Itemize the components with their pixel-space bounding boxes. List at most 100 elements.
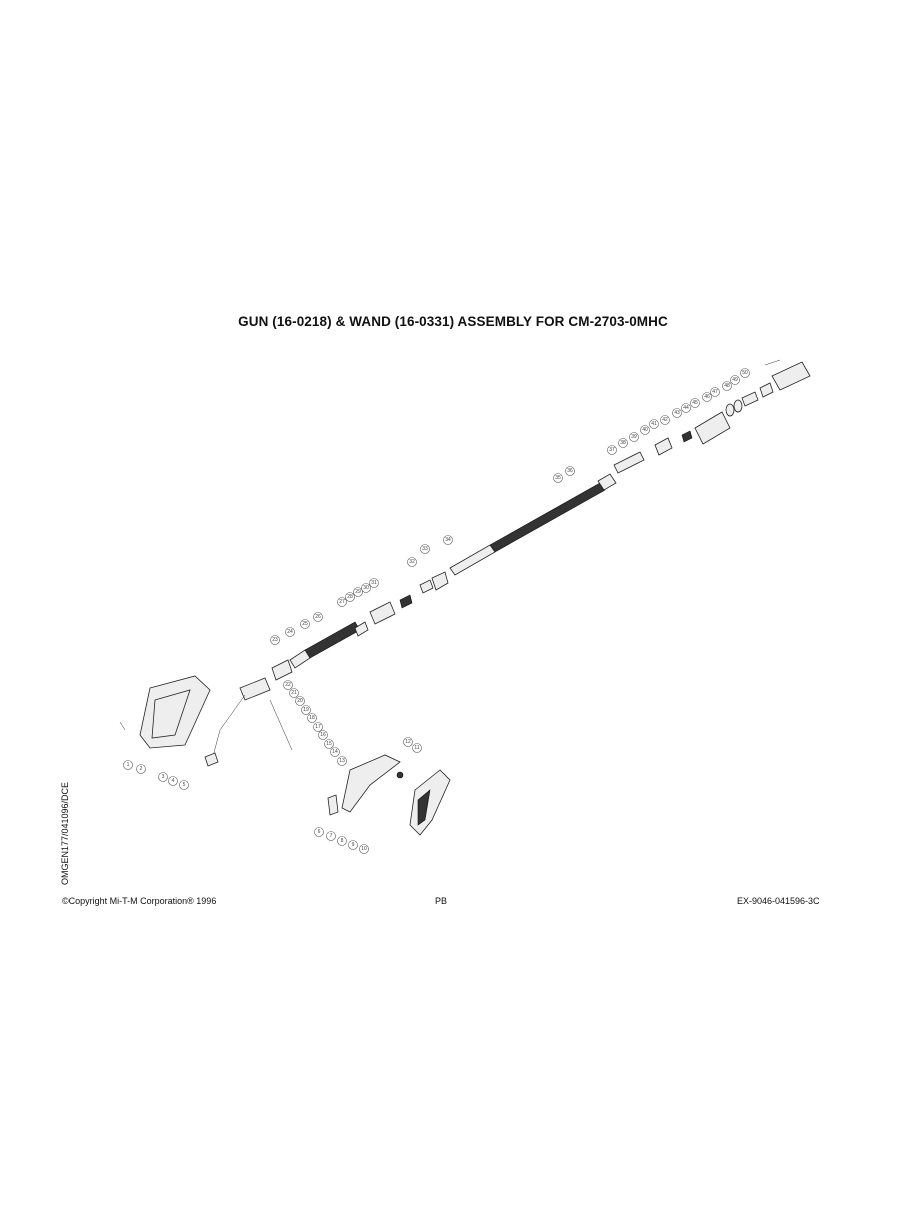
callout-37: 37: [607, 445, 617, 455]
callout-number: 38: [620, 440, 626, 446]
callout-number: 12: [405, 739, 411, 745]
callout-28: 28: [345, 592, 355, 602]
footer-center: PB: [435, 896, 448, 906]
callout-circle: [730, 375, 740, 385]
callout-number: 13: [339, 758, 345, 764]
callout-number: 36: [567, 468, 573, 474]
callout-31: 31: [369, 578, 379, 588]
callout-circle: [337, 836, 347, 846]
callout-6: 6: [314, 827, 324, 837]
callout-number: 29: [355, 589, 361, 595]
callout-3: 3: [158, 772, 168, 782]
callout-number: 35: [555, 475, 561, 481]
callout-40: 40: [640, 425, 650, 435]
callout-circle: [553, 473, 563, 483]
callout-circle: [412, 743, 422, 753]
callout-12: 12: [403, 737, 413, 747]
callout-circle: [443, 535, 453, 545]
callout-26: 26: [313, 612, 323, 622]
callout-number: 9: [352, 842, 355, 848]
callout-number: 41: [651, 421, 657, 427]
callout-number: 47: [712, 389, 718, 395]
callout-number: 31: [371, 580, 377, 586]
callout-number: 50: [742, 370, 748, 376]
callout-number: 37: [609, 447, 615, 453]
callout-circle: [660, 415, 670, 425]
callout-16: 16: [318, 730, 328, 740]
callout-circle: [289, 688, 299, 698]
callout-30: 30: [361, 583, 371, 593]
callout-35: 35: [553, 473, 563, 483]
callout-number: 22: [285, 682, 291, 688]
callout-circle: [136, 764, 146, 774]
callout-number: 23: [272, 637, 278, 643]
callout-circle: [369, 578, 379, 588]
callout-circle: [565, 466, 575, 476]
callout-circle: [649, 419, 659, 429]
callout-47: 47: [710, 387, 720, 397]
callout-number: 28: [347, 594, 353, 600]
callout-circle: [629, 432, 639, 442]
callout-number: 21: [291, 690, 297, 696]
callout-circle: [353, 587, 363, 597]
callout-number: 25: [302, 621, 308, 627]
callout-number: 46: [704, 394, 710, 400]
callout-circle: [123, 760, 133, 770]
callout-circle: [345, 592, 355, 602]
callout-number: 11: [414, 745, 419, 751]
callout-4: 4: [168, 776, 178, 786]
callout-circle: [740, 368, 750, 378]
callout-33: 33: [420, 544, 430, 554]
callout-41: 41: [649, 419, 659, 429]
callout-number: 27: [339, 599, 345, 605]
callout-number: 16: [320, 732, 326, 738]
callout-49: 49: [730, 375, 740, 385]
callout-36: 36: [565, 466, 575, 476]
callout-23: 23: [270, 635, 280, 645]
callout-number: 18: [309, 715, 315, 721]
callout-circle: [672, 408, 682, 418]
callout-number: 14: [332, 749, 338, 755]
callout-48: 48: [722, 381, 732, 391]
callout-circle: [640, 425, 650, 435]
callout-number: 33: [422, 546, 428, 552]
callout-circle: [359, 844, 369, 854]
wand-fittings: [354, 571, 449, 637]
callout-1: 1: [123, 760, 133, 770]
callout-14: 14: [330, 747, 340, 757]
callout-circle: [722, 381, 732, 391]
callout-46: 46: [702, 392, 712, 402]
callout-number: 3: [162, 774, 165, 780]
page-title: GUN (16-0218) & WAND (16-0331) ASSEMBLY …: [238, 314, 668, 329]
callout-8: 8: [337, 836, 347, 846]
nozzle-assembly: [613, 359, 811, 474]
callout-43: 43: [672, 408, 682, 418]
callout-10: 10: [359, 844, 369, 854]
callout-circle: [690, 398, 700, 408]
callout-number: 7: [330, 833, 333, 839]
callout-number: 17: [315, 724, 321, 730]
wand-tube-long: [449, 473, 617, 576]
trigger-assembly: [327, 754, 404, 816]
callout-number: 1: [127, 762, 130, 768]
callout-25: 25: [300, 619, 310, 629]
callout-21: 21: [289, 688, 299, 698]
callout-11: 11: [412, 743, 422, 753]
callout-17: 17: [313, 722, 323, 732]
callout-circle: [361, 583, 371, 593]
callout-20: 20: [295, 696, 305, 706]
callout-circle: [337, 756, 347, 766]
wand-tube-short: [271, 621, 361, 681]
grip-cover: [409, 769, 451, 836]
callout-circle: [681, 403, 691, 413]
callout-number: 43: [674, 410, 680, 416]
callout-circle: [168, 776, 178, 786]
callout-number: 40: [642, 427, 648, 433]
callout-circle: [403, 737, 413, 747]
callout-circle: [337, 597, 347, 607]
callout-circle: [270, 635, 280, 645]
callout-22: 22: [283, 680, 293, 690]
callout-number: 30: [363, 585, 369, 591]
callout-circle: [348, 840, 358, 850]
doc-number: EX-9046-041596-3C: [737, 896, 820, 906]
